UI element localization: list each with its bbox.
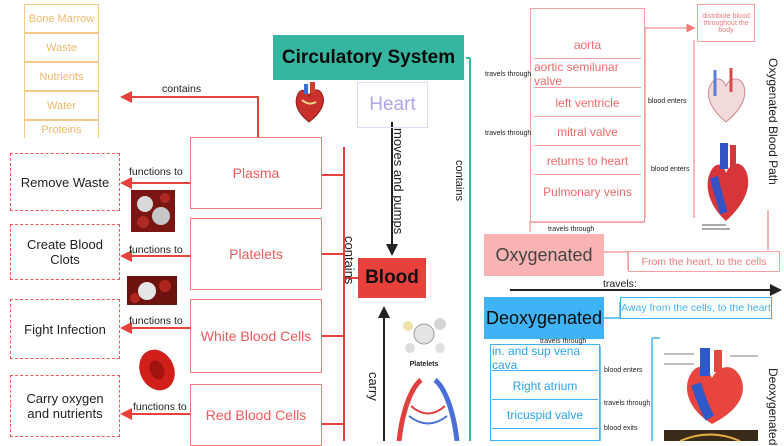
heart-box: Heart [357,82,428,128]
function-create-blood-clots: Create Blood Clots [10,224,120,280]
link-blood-enters: blood enters [651,166,690,173]
plasma-content-proteins: Proteins [24,120,99,138]
heart-chamber-diagram-image [700,141,752,233]
path-vena-cava: in. and sup vena cava [492,344,598,372]
blood-vessels-image [393,376,463,442]
deoxygenated-heart-diagram-image [660,344,762,442]
components-contains-label: contains [342,236,357,285]
path-pulmonary-veins: Pulmonary veins [534,177,641,207]
functions-to-label: functions to [129,244,183,256]
plasma-content-water: Water [24,91,99,120]
functions-to-label: functions to [133,401,187,413]
link-blood-enters: blood enters [604,367,643,374]
path-aortic-semilunar-valve: aortic semilunar valve [534,60,641,88]
path-tricuspid-valve: tricuspid valve [492,402,598,429]
distribute-note: distribute blood throughout the body [697,4,755,42]
link-travels-through: travels through [485,71,532,78]
deoxygenated-box: Deoxygenated [484,297,604,339]
path-left-ventricle: left ventricle [534,90,641,117]
functions-to-label: functions to [129,166,183,178]
title-contains-label: contains [453,160,465,201]
oxygenated-path-title: Oxygenated Blood Path [766,58,780,185]
plasma-content-waste: Waste [24,33,99,62]
path-returns-to-heart: returns to heart [534,148,641,175]
path-mitral-valve: mitral valve [534,119,641,146]
link-travels-through: travels through [548,226,595,233]
link-travels-through: travels through [485,130,532,137]
white-cell-image [127,276,177,305]
carry-label: carry [366,372,381,401]
component-white-blood-cells: White Blood Cells [190,299,322,373]
oxygenated-path-column [530,8,645,223]
function-fight-infection: Fight Infection [10,299,120,359]
component-red-blood-cells: Red Blood Cells [190,384,322,446]
function-remove-waste: Remove Waste [10,153,120,211]
red-blood-cell-image [136,347,178,393]
plasma-content-nutrients: Nutrients [24,62,99,91]
oxygenated-description: From the heart, to the cells [628,251,780,272]
component-plasma: Plasma [190,137,322,209]
functions-to-label: functions to [129,315,183,327]
plasma-cells-image [131,190,175,232]
blood-box: Blood [358,258,426,298]
deoxygenated-description: Away from the cells, to the heart [620,297,772,319]
link-travels-through: travels through [540,338,587,345]
path-aorta: aorta [534,32,641,59]
function-carry-oxygen: Carry oxygen and nutrients [10,375,120,437]
link-blood-enters: blood enters [648,98,687,105]
moves-and-pumps-label: moves and pumps [391,128,406,235]
plasma-content-bone-marrow: Bone Marrow [24,4,99,33]
heart-icon [292,82,326,124]
platelets-diagram-image: Platelets [396,310,452,368]
platelets-image-label: Platelets [409,361,439,368]
deoxygenated-path-title: Deoxygenated [766,368,780,446]
travels-label: travels: [603,278,637,290]
link-travels-through: travels through [604,400,651,407]
contains-label: contains [162,83,202,95]
link-blood-exits: blood exits [604,425,638,432]
heart-diagram-image [701,66,751,124]
oxygenated-box: Oxygenated [484,234,604,276]
page-title: Circulatory System [273,35,464,80]
path-right-atrium: Right atrium [492,373,598,400]
component-platelets: Platelets [190,218,322,290]
